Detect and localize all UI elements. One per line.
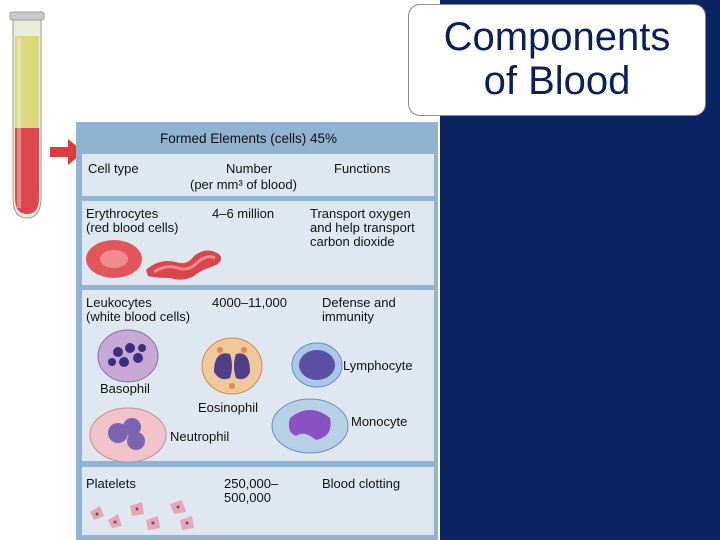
platelets-row <box>82 467 434 535</box>
red-blood-cell-icon <box>86 240 222 280</box>
erythrocytes-name-line1: Erythrocytes <box>86 206 159 221</box>
column-header-row <box>82 154 434 196</box>
column-number-line2: (per mm³ of blood) <box>190 177 297 192</box>
platelets-name: Platelets <box>86 476 136 491</box>
slide-title-line1: Components <box>443 15 671 59</box>
leukocytes-name-line2: (white blood cells) <box>86 309 191 324</box>
leukocytes-function-line2: immunity <box>322 309 375 324</box>
erythrocytes-name-line2: (red blood cells) <box>86 220 179 235</box>
column-functions: Functions <box>334 161 391 176</box>
lymphocyte-icon <box>291 342 343 388</box>
leukocytes-function-line1: Defense and <box>322 295 396 310</box>
platelets-number-line1: 250,000– <box>224 476 279 491</box>
leukocytes-name-line1: Leukocytes <box>86 295 152 310</box>
erythrocytes-row <box>82 201 434 285</box>
column-number-line1: Number <box>226 161 273 176</box>
slide-title-box: Components of Blood <box>408 4 706 116</box>
erythrocytes-function-line1: Transport oxygen <box>310 206 411 221</box>
erythrocytes-number: 4–6 million <box>212 206 275 221</box>
lymphocyte-label: Lymphocyte <box>343 358 413 373</box>
red-arrow-icon <box>50 139 84 165</box>
test-tube-illustration <box>9 11 45 219</box>
platelets-number-line2: 500,000 <box>224 490 271 505</box>
platelets-icon <box>90 500 194 530</box>
eosinophil-label: Eosinophil <box>198 400 258 415</box>
slide-title-line2: of Blood <box>483 59 631 103</box>
erythrocytes-function-line3: carbon dioxide <box>310 234 395 249</box>
neutrophil-label: Neutrophil <box>170 429 230 444</box>
basophil-label: Basophil <box>100 381 150 396</box>
column-cell-type: Cell type <box>88 161 139 176</box>
formed-elements-header: Formed Elements (cells) 45% <box>160 131 338 146</box>
eosinophil-icon <box>201 337 263 395</box>
platelets-function: Blood clotting <box>322 476 401 491</box>
monocyte-label: Monocyte <box>351 414 408 429</box>
monocyte-icon <box>271 398 349 454</box>
neutrophil-icon <box>89 407 167 463</box>
basophil-icon <box>97 329 159 383</box>
leukocytes-number: 4000–11,000 <box>212 295 287 310</box>
erythrocytes-function-line2: and help transport <box>310 220 415 235</box>
